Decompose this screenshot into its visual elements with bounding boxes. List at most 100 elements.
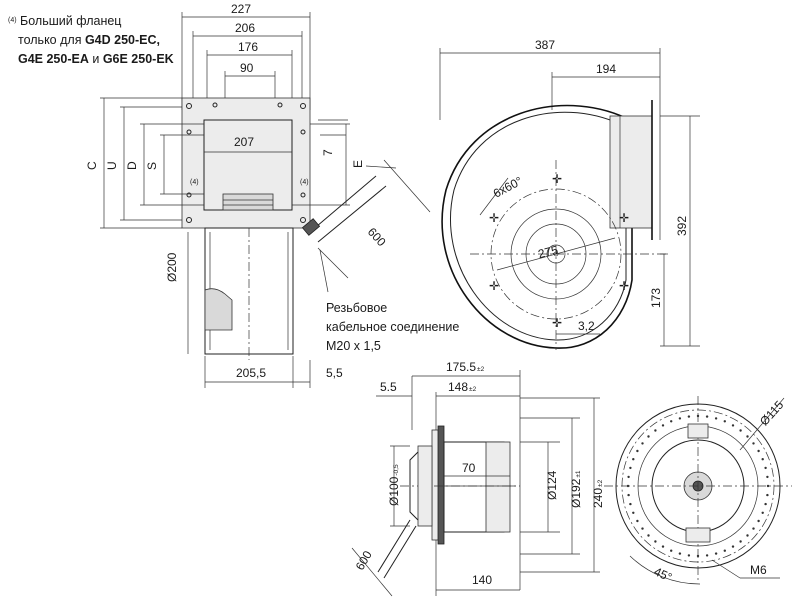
svg-text:✛: ✛ [552, 172, 562, 186]
perforation-hole [731, 545, 735, 548]
perforation-hole [627, 475, 630, 479]
perforation-hole [757, 449, 760, 453]
perforation-hole [632, 458, 635, 461]
dim-dia124: Ø124 [545, 470, 559, 500]
perforation-hole [661, 424, 665, 427]
dim-5-5-front: 5,5 [326, 366, 343, 380]
perforation-hole [739, 429, 742, 432]
perforation-hole [761, 511, 764, 514]
dim-dia192: Ø192±1 [569, 470, 583, 508]
cable-note-line1: Резьбовое [326, 301, 388, 315]
perforation-hole [654, 429, 657, 432]
dim-600-motor: 600 [353, 548, 375, 573]
ref-4-left: (4) [190, 179, 199, 186]
dim-176: 176 [238, 40, 258, 54]
flange-note-model-g4e: G4E 250-EA [18, 52, 89, 66]
cable-note-line2: кабельное соединение [326, 320, 460, 334]
label-c: C [85, 161, 99, 170]
perforation-hole [687, 554, 691, 557]
dim-600-front: 600 [365, 225, 389, 249]
dim-173: 173 [649, 288, 663, 308]
perforation-hole [629, 466, 632, 470]
perforation-hole [746, 435, 749, 438]
dim-205-5: 205,5 [236, 366, 266, 380]
flange-note-line2: только для G4D 250-EC, [8, 31, 174, 50]
perforation-hole [723, 420, 726, 423]
flange-note: (4) Больший фланец только для G4D 250-EC… [8, 12, 174, 69]
dim-7: 7 [321, 149, 335, 156]
side-view: 387 194 275 6x60° ✛ ✛ ✛ ✛ ✛ ✛ 392 [439, 38, 700, 350]
perforation-hole [714, 417, 718, 420]
dim-70: 70 [462, 461, 476, 475]
perforation-hole [714, 552, 718, 555]
ref-4-right: (4) [300, 179, 309, 186]
flange-note-prefix: только для [18, 33, 85, 47]
dim-387: 387 [535, 38, 555, 52]
perforation-hole [627, 493, 630, 497]
perforation-hole [670, 420, 673, 423]
cable-gland-note: Резьбовое кабельное соединение M20 x 1,5 [326, 299, 459, 356]
dim-3-2: 3,2 [578, 319, 595, 333]
dim-227: 227 [231, 2, 251, 16]
perforation-hole [670, 549, 673, 552]
perforation-hole [696, 554, 700, 558]
dim-392: 392 [675, 216, 689, 236]
perforation-hole [696, 414, 700, 418]
perforation-hole [647, 534, 650, 537]
label-d: D [125, 161, 139, 170]
perforation-hole [636, 449, 639, 453]
perforation-hole [746, 534, 749, 537]
dim-45: 45° [652, 564, 674, 584]
perforation-hole [757, 519, 760, 523]
cable-note-line3: M20 x 1,5 [326, 339, 381, 353]
flange-note-model-g6e: G6E 250-EK [102, 52, 174, 66]
label-s: S [145, 162, 159, 170]
perforation-hole [641, 442, 644, 445]
perforation-hole [752, 442, 755, 445]
svg-text:✛: ✛ [619, 211, 629, 225]
dim-175-5: 175.5±2 [446, 360, 485, 374]
flange-note-ref: (4) [8, 17, 17, 24]
svg-text:✛: ✛ [552, 316, 562, 330]
perforation-hole [678, 417, 682, 420]
perforation-hole [705, 415, 709, 418]
flange-perforation [626, 414, 770, 558]
perforation-hole [661, 545, 665, 548]
perforation-hole [766, 493, 769, 497]
perforation-hole [687, 415, 691, 418]
perforation-hole [629, 502, 632, 506]
perforation-hole [654, 540, 657, 543]
dim-6x60: 6x60° [491, 174, 525, 201]
dim-194: 194 [596, 62, 616, 76]
perforation-hole [764, 502, 767, 506]
dim-dia200: Ø200 [165, 252, 179, 282]
dim-148: 148±2 [448, 380, 477, 394]
perforation-hole [641, 527, 644, 530]
flange-note-line3: G4E 250-EA и G6E 250-EK [8, 50, 174, 69]
perforation-hole [739, 540, 742, 543]
dim-140: 140 [472, 573, 492, 587]
perforation-hole [626, 484, 630, 488]
perforation-hole [731, 424, 735, 427]
perforation-hole [636, 519, 639, 523]
flange-note-and: и [88, 52, 103, 66]
dim-5-5-motor: 5.5 [380, 380, 397, 394]
label-e: E [351, 160, 365, 168]
dim-dia100: Ø100-0,5 [387, 464, 401, 506]
flange-note-text1: Больший фланец [20, 14, 122, 28]
dim-207: 207 [234, 135, 254, 149]
label-u: U [105, 161, 119, 170]
flange-note-line1: (4) Больший фланец [8, 12, 174, 31]
perforation-hole [766, 484, 770, 488]
svg-text:✛: ✛ [489, 211, 499, 225]
perforation-hole [632, 511, 635, 514]
svg-text:✛: ✛ [489, 279, 499, 293]
dim-dia115: Ø115 [757, 398, 787, 429]
svg-text:✛: ✛ [619, 279, 629, 293]
perforation-hole [766, 475, 769, 479]
dim-240: 240±2 [591, 479, 605, 508]
perforation-hole [752, 527, 755, 530]
motor-side-view: 175.5±2 148±2 5.5 70 Ø100-0,5 Ø124 Ø19 [351, 360, 605, 597]
perforation-hole [678, 552, 682, 555]
